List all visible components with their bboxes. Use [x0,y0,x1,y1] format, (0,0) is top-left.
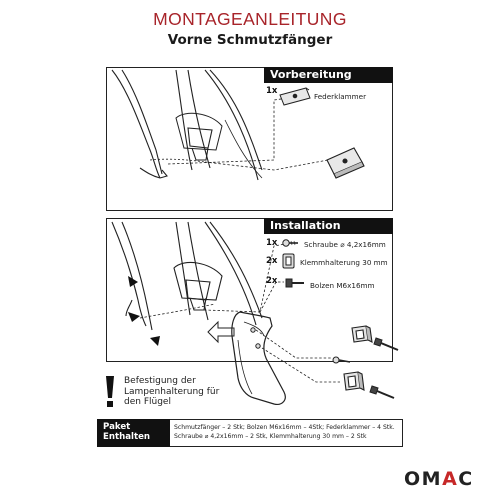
section-installation-header: Installation [264,218,393,234]
section-vorbereitung-header: Vorbereitung [264,67,393,83]
section1-item-qty: 1x [266,86,278,96]
warning-text: Befestigung der Lampenhalterung für den … [124,376,220,407]
omac-logo: OMAC [404,468,474,490]
arrow-icon [128,276,160,346]
guide-line [167,97,289,165]
section1-item-label: Federklammer [314,92,367,101]
section2-item-qty: 2x [266,256,278,266]
clamp-bracket-icon [351,325,373,343]
guide-line [255,329,332,359]
wheel-arch-drawing-bottom [111,221,263,331]
section2-item-qty: 1x [266,238,278,248]
package-header-line2: Enthalten [103,432,151,442]
page-subtitle: Vorne Schmutzfänger [167,32,333,48]
section-installation-frame [106,218,393,362]
section-vorbereitung-frame [106,67,393,211]
guide-line [139,303,216,319]
screw-icon [282,239,298,247]
bolt-icon [373,337,399,351]
exclamation-icon [106,376,114,407]
section2-item-qty: 2x [266,276,278,286]
guide-line [203,243,286,313]
wheel-arch-drawing-top [111,69,263,181]
screw-icon [332,356,351,364]
arrow-icon [207,320,235,344]
mud-flap-drawing [231,311,286,405]
clamp-bracket-icon [282,253,295,269]
mud-flap-screw-icon [250,327,261,349]
logo-part-3: C [458,468,474,490]
spring-clip-icon [279,87,311,106]
package-contents-line2: Schraube ⌀ 4,2x16mm – 2 Stk, Klemmhalter… [174,432,367,440]
logo-part-1: OM [404,468,443,490]
logo-part-2: A [442,468,459,490]
section2-item-label: Klemmhalterung 30 mm [300,258,388,267]
spring-clip-icon [326,147,365,179]
guide-line [204,159,329,171]
bolt-icon [285,278,304,288]
section2-item-label: Schraube ⌀ 4,2x16mm [304,240,386,249]
clamp-bracket-icon [343,371,365,391]
page-title: MONTAGEANLEITUNG [153,9,347,29]
package-header: Paket Enthalten [97,419,170,447]
bolt-icon [369,385,395,399]
section2-item-label: Bolzen M6x16mm [310,281,375,290]
package-contents-line1: Schmutzfänger – 2 Stk; Bolzen M6x16mm – … [174,424,395,431]
guide-line [261,347,340,383]
package-contents: Schmutzfänger – 2 Stk; Bolzen M6x16mm – … [170,419,403,447]
package-header-line1: Paket [103,422,131,432]
guide-line [259,281,284,313]
